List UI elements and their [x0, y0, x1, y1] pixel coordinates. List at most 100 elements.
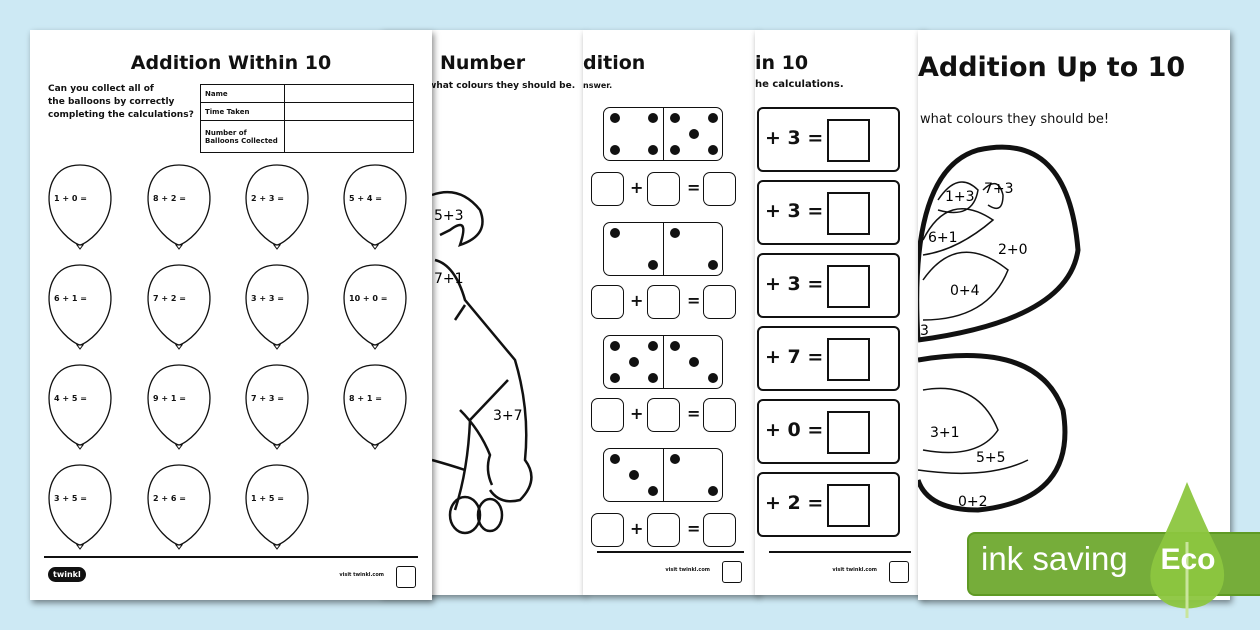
- calculation: + 7 =: [765, 346, 824, 368]
- info-table: Name Time Taken Number of Balloons Colle…: [200, 84, 414, 153]
- instruction-line: Can you collect all of: [48, 84, 154, 94]
- balloon-icon: [245, 364, 309, 450]
- answer-box[interactable]: [703, 398, 736, 432]
- answer-box[interactable]: [827, 119, 870, 162]
- calculation: + 0 =: [765, 419, 824, 441]
- domino-pip: [648, 373, 658, 383]
- domino-pip: [708, 145, 718, 155]
- domino-pip: [610, 373, 620, 383]
- sheet-subtitle: what colours they should be!: [920, 112, 1110, 127]
- answer-box[interactable]: [591, 172, 624, 206]
- domino-divider: [663, 336, 664, 388]
- region-label: 5+5: [976, 450, 1006, 466]
- balloon-icon: [48, 164, 112, 250]
- info-label: Number of Balloons Collected: [200, 120, 285, 153]
- calculation: 7 + 2 =: [153, 294, 186, 303]
- balloon-icon: [147, 464, 211, 550]
- domino-pip: [708, 486, 718, 496]
- answer-box[interactable]: [827, 265, 870, 308]
- answer-box[interactable]: [827, 338, 870, 381]
- answer-box[interactable]: [591, 513, 624, 547]
- equals-sign: =: [687, 291, 701, 310]
- balloon-icon: [48, 264, 112, 350]
- twinkl-logo: twinkl: [48, 567, 86, 582]
- balloon-icon: [343, 264, 407, 350]
- footer-text: visit twinkl.com: [665, 567, 710, 573]
- worksheet-addition-within-10-b: in 10 he calculations. + 3 =+ 3 =+ 3 =+ …: [755, 30, 925, 595]
- region-label: 3: [920, 323, 929, 339]
- ink-saving-text: ink saving: [981, 540, 1128, 577]
- region-label: 6+1: [928, 230, 958, 246]
- answer-box[interactable]: [591, 285, 624, 319]
- calculation-row: + 3 =: [757, 107, 900, 172]
- balloon: 1 + 5 =: [243, 463, 311, 550]
- answer-box[interactable]: [703, 513, 736, 547]
- balloon: 10 + 0 =: [341, 263, 409, 350]
- calculation: 8 + 1 =: [349, 394, 382, 403]
- instructions: Can you collect all of the balloons by c…: [48, 83, 198, 122]
- balloon: 3 + 5 =: [46, 463, 114, 550]
- domino-pip: [708, 260, 718, 270]
- balloons-field[interactable]: [284, 120, 414, 153]
- equation-row: + =: [591, 172, 741, 206]
- domino-pip: [689, 129, 699, 139]
- balloon-icon: [48, 364, 112, 450]
- domino-pip: [648, 341, 658, 351]
- answer-box[interactable]: [827, 192, 870, 235]
- equals-sign: =: [687, 404, 701, 423]
- balloon: 7 + 2 =: [145, 263, 213, 350]
- region-label: 0+2: [958, 494, 988, 510]
- calculation: 2 + 6 =: [153, 494, 186, 503]
- equation-row: + =: [591, 398, 741, 432]
- eco-label: Eco: [1160, 543, 1216, 576]
- calculation: 1 + 0 =: [54, 194, 87, 203]
- answer-box[interactable]: [647, 398, 680, 432]
- calculation: 10 + 0 =: [349, 294, 388, 303]
- butterfly-illustration: 1+3 7+3 6+1 2+0 0+4 3 3+1 5+5 0+2: [918, 144, 1081, 513]
- domino-pip: [610, 228, 620, 238]
- sheet-subtitle: nswer.: [583, 81, 613, 90]
- calculation: 8 + 2 =: [153, 194, 186, 203]
- calculation: 1 + 5 =: [251, 494, 284, 503]
- calculation: + 2 =: [765, 492, 824, 514]
- calculation: 9 + 1 =: [153, 394, 186, 403]
- region-label: 7+1: [434, 271, 464, 287]
- answer-box[interactable]: [827, 484, 870, 527]
- sheet-subtitle: he calculations.: [755, 79, 844, 90]
- region-label: 7+3: [984, 181, 1014, 197]
- balloon-icon: [343, 364, 407, 450]
- sheet-title: Number: [440, 52, 526, 74]
- answer-box[interactable]: [827, 411, 870, 454]
- plus-sign: +: [630, 178, 644, 197]
- balloon-icon: [343, 164, 407, 250]
- answer-box[interactable]: [703, 172, 736, 206]
- plus-sign: +: [630, 291, 644, 310]
- time-field[interactable]: [284, 102, 414, 121]
- sheet-subtitle: what colours they should be.: [428, 81, 576, 91]
- sheet-title: Addition Within 10: [130, 52, 332, 74]
- domino-pip: [648, 113, 658, 123]
- balloon-icon: [147, 264, 211, 350]
- balloon-icon: [48, 464, 112, 550]
- worksheet-addition-within-10: Addition Within 10 Can you collect all o…: [30, 30, 432, 600]
- domino: [603, 448, 723, 502]
- calculation-row: + 3 =: [757, 180, 900, 245]
- domino-pip: [648, 486, 658, 496]
- region-label: 0+4: [950, 283, 980, 299]
- region-label: 1+3: [945, 189, 975, 205]
- domino-pip: [629, 357, 639, 367]
- answer-box[interactable]: [703, 285, 736, 319]
- answer-box[interactable]: [647, 513, 680, 547]
- balloon: 3 + 3 =: [243, 263, 311, 350]
- name-field[interactable]: [284, 84, 414, 103]
- domino: [603, 222, 723, 276]
- answer-box[interactable]: [647, 172, 680, 206]
- calculation-row: + 3 =: [757, 253, 900, 318]
- calculation-row: + 7 =: [757, 326, 900, 391]
- domino-pip: [648, 145, 658, 155]
- plus-sign: +: [630, 519, 644, 538]
- calculation: + 3 =: [765, 200, 824, 222]
- calculation: 2 + 3 =: [251, 194, 284, 203]
- answer-box[interactable]: [647, 285, 680, 319]
- answer-box[interactable]: [591, 398, 624, 432]
